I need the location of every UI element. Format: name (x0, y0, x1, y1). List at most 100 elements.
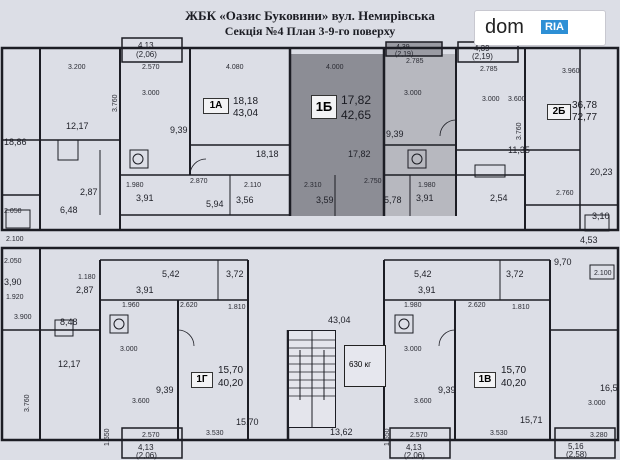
apartment-1g-code: 1Г (191, 372, 213, 388)
dim-label: 4.080 (226, 64, 244, 71)
dim-label: 3.600 (508, 96, 526, 103)
room-area: 12,17 (58, 359, 81, 369)
dim-label: 1.980 (418, 182, 436, 189)
dim-label: 1.810 (228, 304, 246, 311)
dim-label: 1.980 (126, 182, 144, 189)
dim-label: 3.000 (142, 90, 160, 97)
room-area: 5,94 (206, 199, 224, 209)
apartment-1b-code: 1Б (311, 95, 337, 119)
apartment-1g-total: 40,20 (218, 378, 244, 389)
document-title: ЖБК «Оазис Буковини» вул. Немирівська (185, 8, 435, 23)
dim-label: 2.620 (180, 302, 198, 309)
room-area: 11,35 (508, 145, 530, 155)
room-area: 2,54 (490, 193, 508, 203)
dim-label: 2.870 (190, 178, 208, 185)
dim-label: 3.280 (590, 432, 608, 439)
dim-label: 2.570 (142, 432, 160, 439)
apartment-1a-code: 1А (203, 98, 229, 114)
balcony-top-b2-sub: (2,19) (472, 52, 493, 61)
dim-label: 3.760 (112, 94, 119, 112)
apartment-1a-living: 18,18 (233, 96, 259, 107)
dim-label: 3.000 (120, 346, 138, 353)
logo-badge: RIA (541, 20, 568, 34)
dim-label: 3.960 (562, 68, 580, 75)
staircase (288, 330, 336, 428)
apartment-1b-living: 17,82 (341, 93, 372, 107)
dim-label: 1.810 (512, 304, 530, 311)
balcony-bottom-g-sub: (2,06) (136, 451, 157, 460)
stair-area: 13,62 (330, 427, 353, 437)
dim-label: 2.050 (4, 208, 22, 215)
dim-label: 2.760 (556, 190, 574, 197)
balcony-bottom-r-area: 5,16 (568, 442, 584, 451)
apartment-1v-code: 1В (474, 372, 496, 388)
room-area: 3,10 (592, 211, 610, 221)
balcony-top-b1-area: 4,39 (396, 44, 410, 51)
apartment-2b-total: 72,77 (572, 112, 598, 123)
room-area: 3,90 (4, 277, 22, 287)
room-area: 5,42 (414, 269, 432, 279)
document-subtitle: Секція №4 План 3-9-го поверху (224, 24, 396, 38)
dim-label: 1.960 (122, 302, 140, 309)
dom-ria-logo[interactable]: dom RIA (474, 10, 606, 46)
balcony-bottom-v-area: 4,13 (406, 443, 422, 452)
balcony-top-a-sub: (2,06) (136, 50, 157, 59)
dim-label: 1.550 (384, 428, 391, 446)
balcony-bottom-v-sub: (2,06) (404, 451, 425, 460)
room-area: 3,91 (136, 193, 154, 203)
room-area: 16,5 (600, 383, 618, 393)
dim-label: 3.760 (24, 394, 31, 412)
room-area: 3,56 (236, 195, 254, 205)
logo-text: dom (485, 16, 524, 38)
balcony-bottom-g-area: 4,13 (138, 443, 154, 452)
dim-label: 3.600 (414, 398, 432, 405)
highlight-apartment-1b (290, 54, 384, 216)
elevator-capacity: 630 кг (349, 360, 371, 369)
dim-label: 2.570 (410, 432, 428, 439)
dim-label: 1.980 (404, 302, 422, 309)
balcony-bottom-r-sub: (2,58) (566, 450, 587, 459)
apartment-1b-total: 42,65 (341, 108, 372, 122)
room-area: 20,23 (590, 167, 613, 177)
dim-label: 2.785 (480, 66, 498, 73)
room-area: 5,78 (384, 195, 402, 205)
dim-label: 3.900 (14, 314, 32, 321)
dim-label: 3.000 (482, 96, 500, 103)
bottom-block-outline (0, 246, 620, 442)
dim-label: 2.570 (142, 64, 160, 71)
apartment-1a-total: 43,04 (233, 108, 259, 119)
highlight-apartment-1b-service (384, 54, 456, 216)
room-area: 3,91 (136, 285, 154, 295)
apartment-2b-code: 2Б (547, 104, 571, 120)
room-area: 9,39 (386, 129, 404, 139)
dim-label: 2.050 (4, 258, 22, 265)
balcony-top-b1-sub: (2,19) (395, 51, 414, 58)
top-block-outline (0, 46, 620, 232)
apartment-1v-living: 15,70 (501, 365, 527, 376)
room-area: 6,48 (60, 205, 78, 215)
balcony-top-a-area: 4,13 (138, 41, 154, 50)
room-area: 18,18 (256, 149, 279, 159)
room-area: 18,86 (4, 137, 27, 147)
room-area: 9,39 (438, 385, 456, 395)
room-area: 9,39 (170, 125, 188, 135)
room-area: 9,39 (156, 385, 174, 395)
dim-label: 3.530 (206, 430, 224, 437)
room-area: 15,71 (520, 415, 543, 425)
apartment-1g-living: 15,70 (218, 365, 244, 376)
room-area: 8,48 (60, 317, 78, 327)
balcony-top-b2-area: 4,39 (474, 44, 490, 53)
room-area: 3,91 (416, 193, 434, 203)
dim-label: 2.310 (304, 182, 322, 189)
dim-label: 2.100 (6, 236, 24, 243)
dim-label: 3.530 (490, 430, 508, 437)
room-area: 3,72 (506, 269, 524, 279)
room-area: 9,70 (554, 257, 572, 267)
dim-label: 3.000 (404, 346, 422, 353)
room-area: 2,87 (76, 285, 94, 295)
elevator: 630 кг (344, 345, 386, 387)
room-area: 12,17 (66, 121, 89, 131)
dim-label: 1.920 (6, 294, 24, 301)
dim-label: 1.550 (104, 428, 111, 446)
